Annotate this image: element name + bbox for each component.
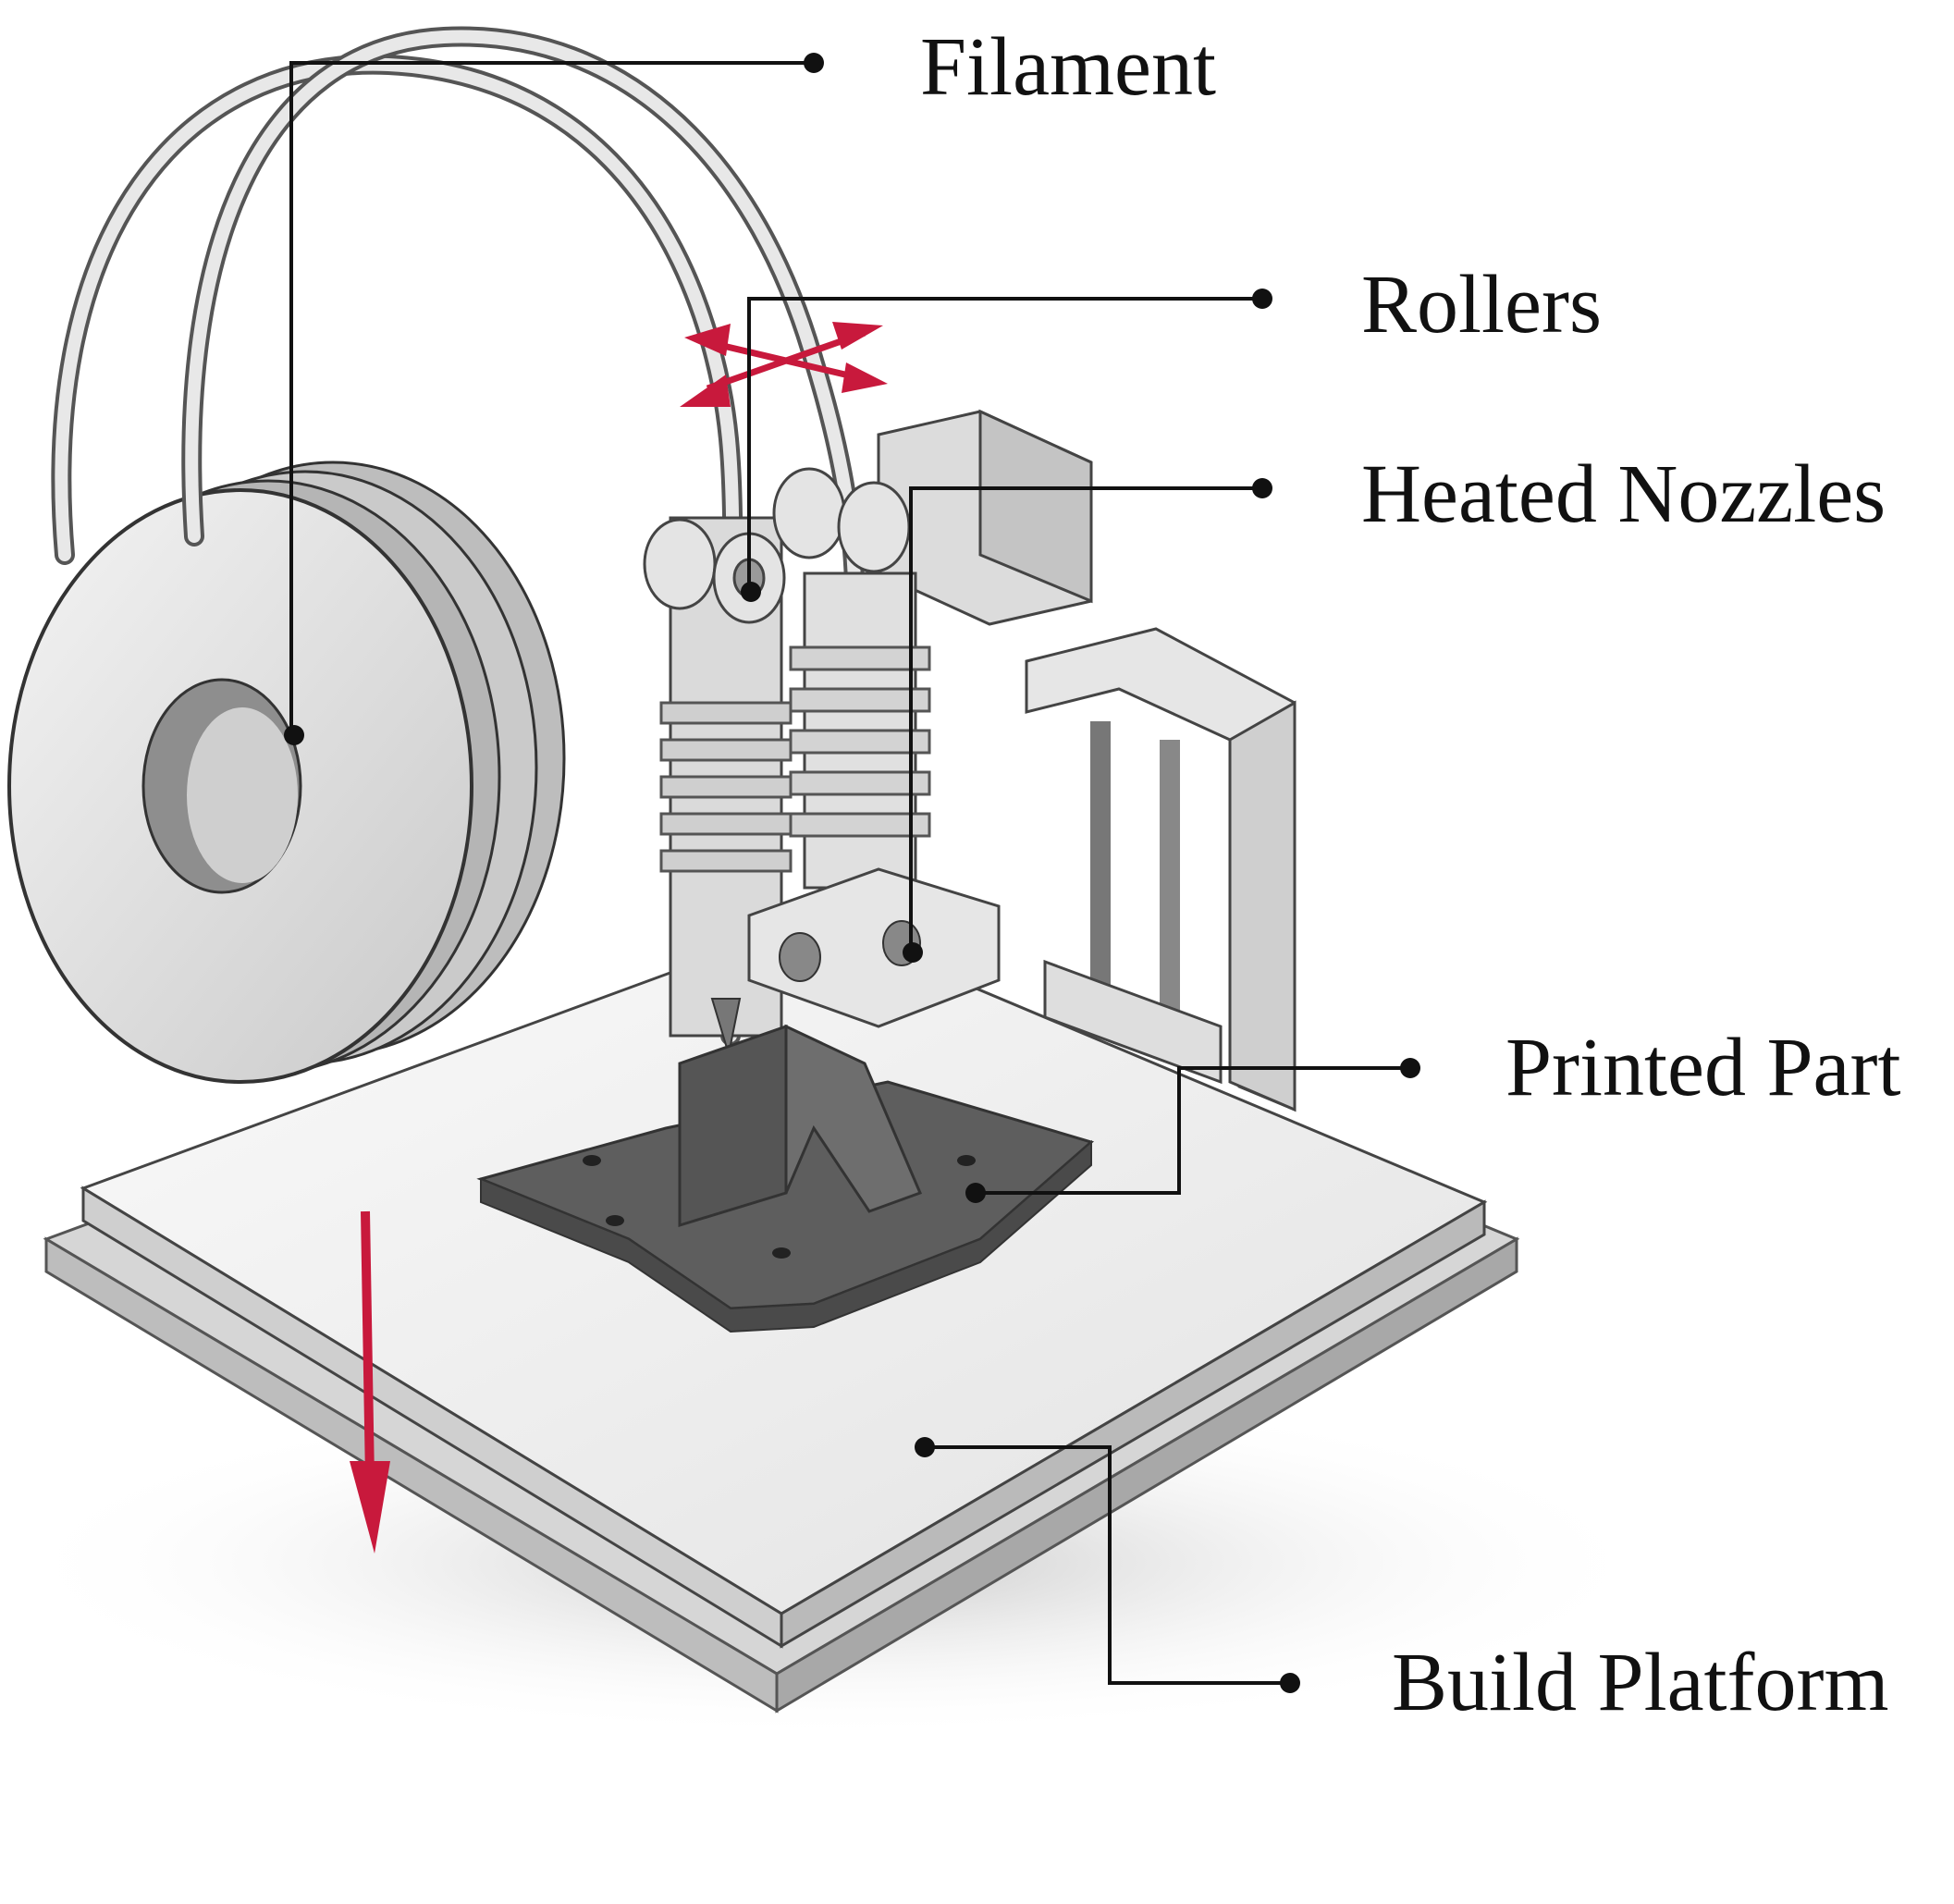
label-rollers: Rollers	[1361, 259, 1602, 350]
filament-spool	[7, 461, 566, 1084]
label-filament: Filament	[920, 21, 1216, 113]
z-axis-rail	[1025, 627, 1297, 1112]
label-heated-nozzles: Heated Nozzles	[1361, 448, 1886, 540]
extruder-motor	[877, 409, 1093, 626]
leader-filament	[289, 61, 814, 735]
hot-end-right	[789, 571, 931, 890]
leader-heated-nozzles	[909, 486, 1262, 952]
leader-lines	[289, 61, 1410, 1685]
leader-printed-part	[976, 1066, 1410, 1195]
printed-part	[476, 1024, 1095, 1333]
leader-dots	[284, 53, 1420, 1693]
label-printed-part: Printed Part	[1505, 1022, 1901, 1113]
xy-motion-arrows	[680, 322, 888, 407]
label-build-platform: Build Platform	[1392, 1637, 1889, 1728]
leader-build-platform	[925, 1445, 1290, 1685]
z-motion-arrow	[350, 1210, 390, 1554]
leader-rollers	[747, 297, 1262, 592]
